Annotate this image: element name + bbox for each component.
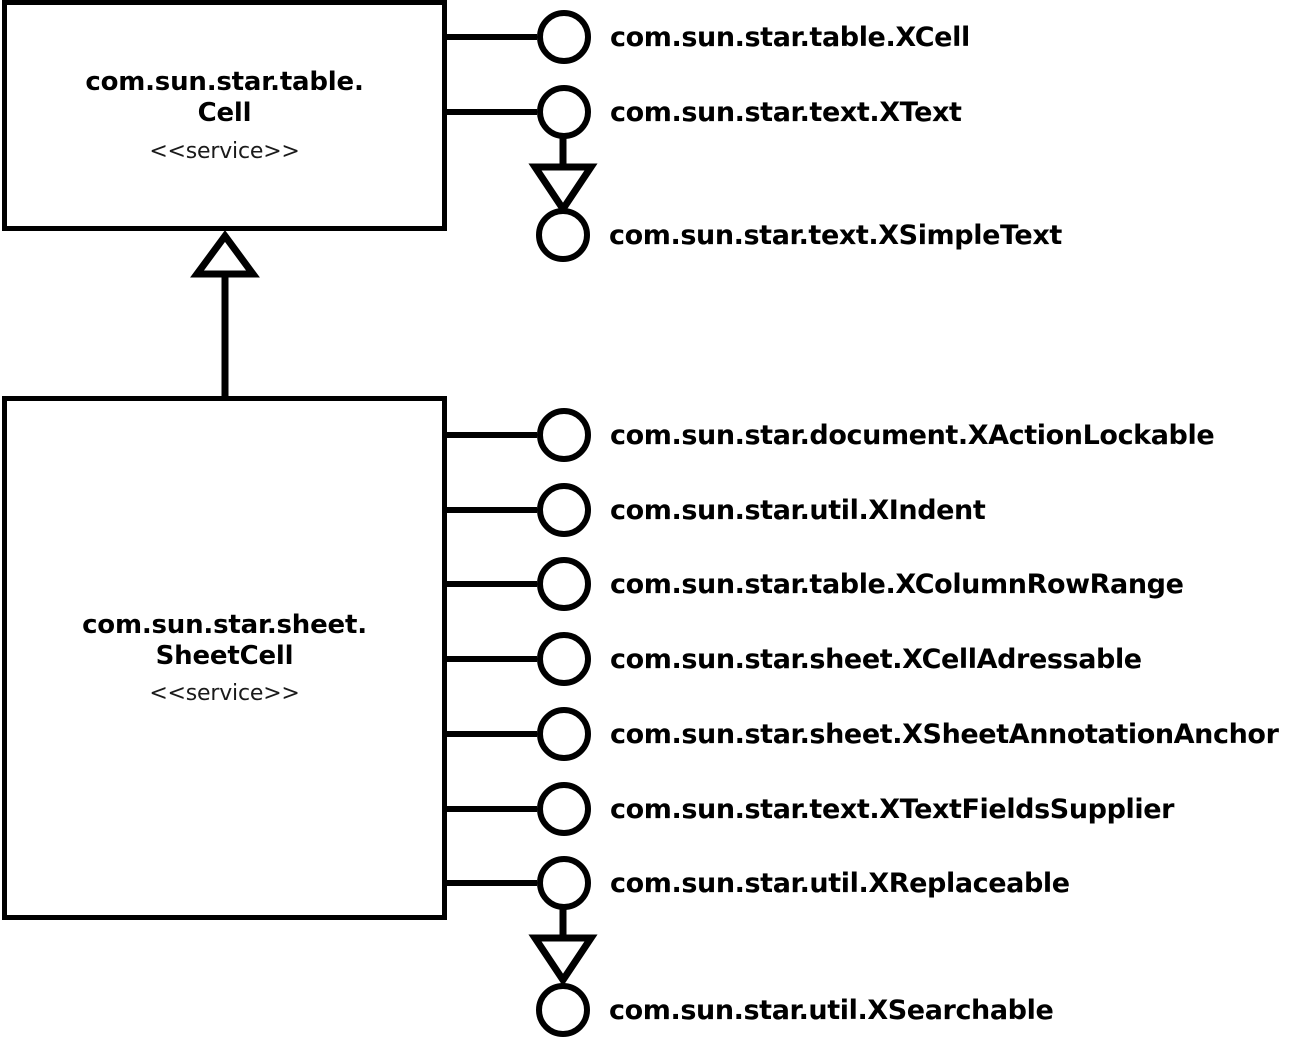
realization-arrow-xtext-to-xsimpletext[interactable] xyxy=(528,136,598,216)
interface-xtext[interactable]: com.sun.star.text.XText xyxy=(447,85,962,139)
interface-label: com.sun.star.document.XActionLockable xyxy=(610,419,1215,451)
class-name-sheetcell: com.sun.star.sheet. SheetCell xyxy=(82,609,367,671)
interface-xtextfieldssupplier[interactable]: com.sun.star.text.XTextFieldsSupplier xyxy=(447,782,1174,836)
interface-xsimpletext[interactable]: com.sun.star.text.XSimpleText xyxy=(536,208,1062,262)
interface-connector-line xyxy=(447,656,537,662)
interface-label: com.sun.star.util.XIndent xyxy=(610,494,986,526)
interface-label: com.sun.star.text.XText xyxy=(610,96,962,128)
interface-connector-line xyxy=(447,507,537,513)
interface-xindent[interactable]: com.sun.star.util.XIndent xyxy=(447,483,986,537)
interface-label: com.sun.star.text.XSimpleText xyxy=(609,219,1062,251)
interface-label: com.sun.star.table.XCell xyxy=(610,21,970,53)
interface-connector-line xyxy=(447,581,537,587)
class-stereotype-cell: <<service>> xyxy=(149,138,300,164)
interface-xcolumnrowrange[interactable]: com.sun.star.table.XColumnRowRange xyxy=(447,557,1184,611)
interface-ball-icon xyxy=(537,707,591,761)
interface-xsheetannotationanchor[interactable]: com.sun.star.sheet.XSheetAnnotationAncho… xyxy=(447,707,1279,761)
interface-xcelladressable[interactable]: com.sun.star.sheet.XCellAdressable xyxy=(447,632,1142,686)
interface-connector-line xyxy=(447,34,537,40)
interface-ball-icon xyxy=(537,782,591,836)
interface-ball-icon xyxy=(537,557,591,611)
realization-arrow-xreplaceable-to-xsearchable[interactable] xyxy=(528,907,598,987)
interface-connector-line xyxy=(447,806,537,812)
interface-ball-icon xyxy=(537,856,591,910)
interface-label: com.sun.star.text.XTextFieldsSupplier xyxy=(610,793,1175,825)
class-box-cell[interactable]: com.sun.star.table. Cell <<service>> xyxy=(2,0,447,231)
class-name-cell: com.sun.star.table. Cell xyxy=(85,67,364,128)
interface-xcell[interactable]: com.sun.star.table.XCell xyxy=(447,10,970,64)
interface-label: com.sun.star.sheet.XSheetAnnotationAncho… xyxy=(610,718,1279,750)
class-stereotype-sheetcell: <<service>> xyxy=(149,681,300,707)
class-box-sheetcell[interactable]: com.sun.star.sheet. SheetCell <<service>… xyxy=(2,396,447,920)
interface-connector-line xyxy=(447,880,537,886)
interface-ball-icon xyxy=(536,208,590,262)
interface-ball-icon xyxy=(537,483,591,537)
interface-ball-icon xyxy=(537,408,591,462)
generalization-arrow-sheetcell-to-cell[interactable] xyxy=(190,230,260,398)
interface-xsearchable[interactable]: com.sun.star.util.XSearchable xyxy=(536,983,1054,1037)
interface-xactionlockable[interactable]: com.sun.star.document.XActionLockable xyxy=(447,408,1215,462)
interface-connector-line xyxy=(447,731,537,737)
interface-connector-line xyxy=(447,432,537,438)
interface-xreplaceable[interactable]: com.sun.star.util.XReplaceable xyxy=(447,856,1070,910)
interface-connector-line xyxy=(447,109,537,115)
interface-ball-icon xyxy=(537,85,591,139)
interface-ball-icon xyxy=(536,983,590,1037)
interface-label: com.sun.star.sheet.XCellAdressable xyxy=(610,643,1142,675)
interface-label: com.sun.star.util.XReplaceable xyxy=(610,867,1070,899)
interface-label: com.sun.star.table.XColumnRowRange xyxy=(610,568,1184,600)
interface-ball-icon xyxy=(537,10,591,64)
interface-ball-icon xyxy=(537,632,591,686)
interface-label: com.sun.star.util.XSearchable xyxy=(609,994,1054,1026)
